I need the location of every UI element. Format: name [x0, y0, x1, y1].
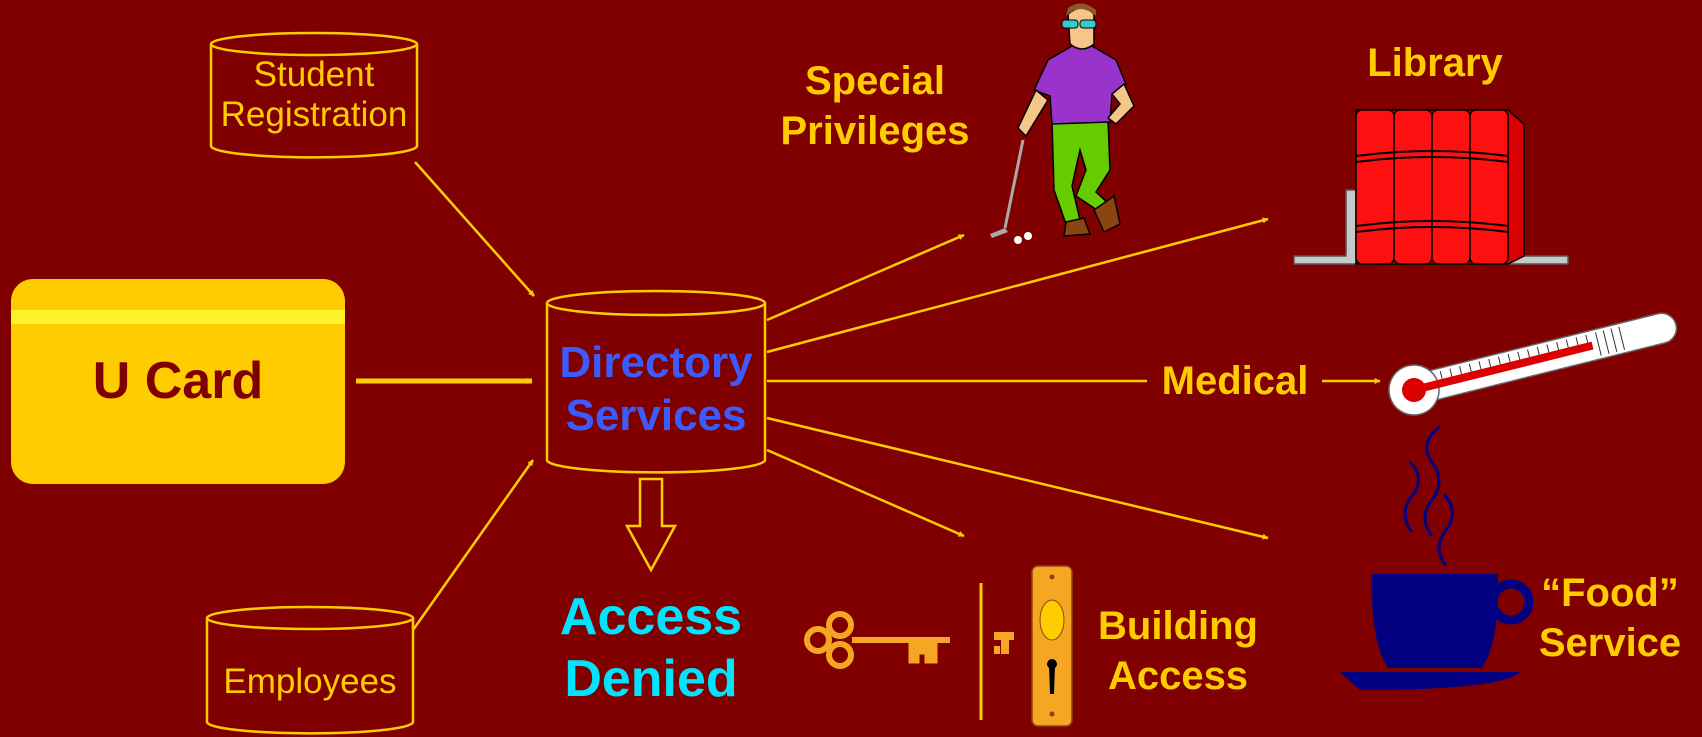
arrow-to-building-access — [766, 448, 965, 538]
food-service-label: “Food” Service — [1524, 568, 1696, 668]
small-key-icon — [994, 632, 1014, 654]
door-lock-icon — [1031, 565, 1073, 727]
special-privileges-line1: Special — [804, 59, 946, 103]
student-registration-database-icon — [209, 31, 419, 159]
u-card-label: U Card — [92, 352, 264, 410]
arrow-employees-to-directory — [411, 459, 535, 631]
arrow-to-special-privileges — [766, 233, 965, 322]
employees-database-icon — [205, 605, 415, 735]
books-icon — [1293, 109, 1569, 265]
arrow-to-library — [766, 217, 1269, 354]
special-privileges-line2: Privileges — [780, 109, 970, 153]
coffee-cup-icon — [1340, 424, 1534, 690]
down-arrow-icon — [624, 477, 678, 573]
directory-services-label: Directory Services — [547, 337, 765, 443]
medical-label: Medical — [1161, 359, 1309, 403]
directory-services-line2: Services — [565, 390, 747, 440]
special-privileges-label: Special Privileges — [770, 56, 980, 156]
arrow-to-food-service — [766, 416, 1269, 540]
access-denied-label: Access Denied — [541, 586, 761, 711]
directory-services-line1: Directory — [559, 338, 753, 387]
student-registration-line1: Student — [253, 55, 375, 94]
key-icon — [804, 611, 950, 669]
connector-arrows — [356, 161, 1381, 631]
building-access-line2: Access — [1107, 654, 1249, 698]
library-label: Library — [1367, 41, 1503, 85]
u-card-icon — [11, 279, 345, 484]
student-registration-line2: Registration — [220, 94, 408, 134]
arrow-registration-to-directory — [414, 161, 535, 297]
employees-label: Employees — [223, 662, 397, 701]
building-access-line1: Building — [1098, 604, 1258, 648]
student-registration-label: Student Registration — [211, 55, 417, 134]
building-access-label: Building Access — [1088, 601, 1268, 701]
directory-services-database-icon — [545, 289, 767, 474]
food-service-line1: “Food” — [1541, 571, 1679, 615]
thermometer-icon — [1388, 312, 1678, 416]
access-denied-line2: Denied — [564, 650, 738, 709]
food-service-line2: Service — [1538, 621, 1682, 665]
access-denied-line1: Access — [559, 588, 743, 646]
golfer-icon — [990, 3, 1135, 244]
